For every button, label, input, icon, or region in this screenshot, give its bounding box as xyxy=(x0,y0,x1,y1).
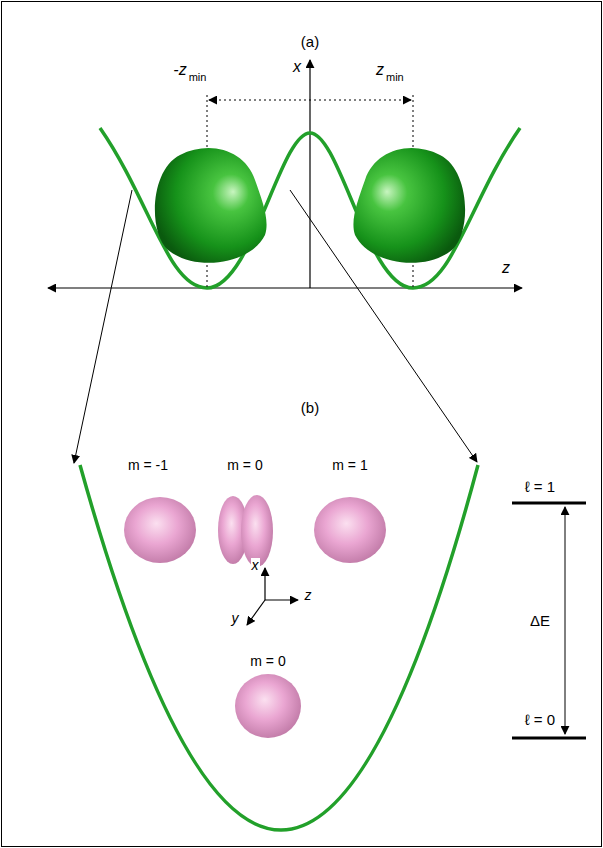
axis-label: y xyxy=(231,611,240,626)
panel-label: (b) xyxy=(300,400,320,417)
axis-label: x xyxy=(292,58,302,76)
state-label: m = -1 xyxy=(127,458,169,473)
axis-label: z xyxy=(501,259,511,277)
level-label: ℓ = 0 xyxy=(524,712,556,729)
axis-label: z xyxy=(304,588,313,603)
orbital-density xyxy=(235,674,301,738)
energy-level xyxy=(512,737,586,740)
zoom-arrow xyxy=(290,190,477,462)
state-label: m = 1 xyxy=(331,458,368,473)
orbital-density xyxy=(314,497,386,563)
double-well-potential xyxy=(100,128,520,288)
state-label: m = 0 xyxy=(226,458,263,473)
position-label: z xyxy=(375,61,385,79)
axis-triad xyxy=(265,599,298,600)
separation-arrow xyxy=(209,100,411,101)
x-axis xyxy=(309,60,310,288)
zoom-arrow xyxy=(74,190,132,463)
energy-level xyxy=(512,502,586,505)
wavefunction-lobe xyxy=(353,148,465,263)
energy-gap-arrow xyxy=(565,507,566,734)
level-label: ℓ = 1 xyxy=(524,479,556,496)
subscript: min xyxy=(385,71,405,83)
axis-triad xyxy=(264,568,265,600)
subscript: min xyxy=(188,71,208,83)
position-label: -z xyxy=(172,61,187,79)
orbital-density xyxy=(124,497,196,563)
axis-triad xyxy=(247,600,265,625)
orbital-density xyxy=(241,495,273,567)
z-axis xyxy=(48,287,522,288)
energy-gap-label: ΔE xyxy=(529,613,551,630)
harmonic-well xyxy=(80,465,478,830)
wavefunction-lobe xyxy=(155,148,267,263)
axis-label: x xyxy=(251,558,260,573)
state-label: m = 0 xyxy=(249,654,286,669)
panel-label: (a) xyxy=(300,34,320,51)
